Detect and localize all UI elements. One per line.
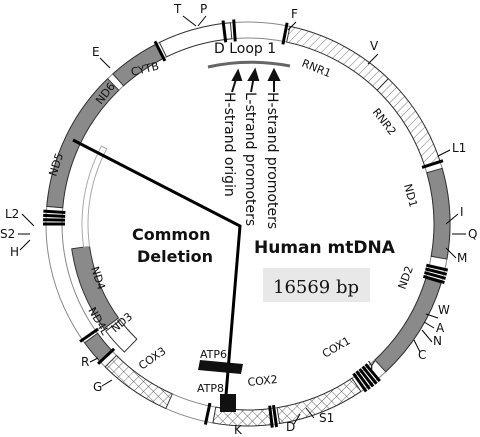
nd3-arc — [83, 332, 113, 363]
dloop-label: D Loop 1 — [214, 41, 276, 57]
trna-i-label: I — [460, 205, 464, 219]
l-strand-promoters-label: L-strand promoters — [242, 92, 258, 226]
cox3-label: COX3 — [136, 345, 168, 373]
trna-leader-line — [423, 321, 435, 329]
trna-leader-line — [89, 357, 99, 363]
nd1-label: ND1 — [401, 182, 420, 208]
trna-q-label: Q — [468, 227, 477, 241]
trna-k-label: K — [234, 423, 243, 437]
common-deletion-line — [72, 138, 242, 396]
inner-arcs — [71, 145, 138, 353]
tick-hs2l2 — [43, 209, 66, 215]
trna-leader-line — [101, 379, 113, 387]
cox2-label: COX2 — [247, 373, 278, 389]
promoter-arrows — [231, 67, 281, 93]
cox3-arc — [104, 354, 174, 410]
h-strand-promoters-label: H-strand promoters — [264, 92, 280, 229]
trna-leader-line — [421, 329, 433, 343]
trna-e-label: E — [92, 45, 100, 59]
tick-iqm — [424, 271, 447, 280]
tick-iqm — [422, 274, 445, 285]
tick-f — [281, 22, 289, 45]
nd1-arc — [426, 167, 451, 260]
tick-wanc — [364, 363, 381, 383]
atp6-block — [198, 360, 243, 374]
dloop-arc — [207, 60, 291, 69]
tick-r — [79, 327, 99, 343]
nd2-label: ND2 — [396, 264, 416, 291]
size-box — [263, 268, 370, 302]
tick-iqm — [425, 263, 449, 272]
trna-w-label: W — [438, 303, 450, 317]
trna-c-label: C — [418, 348, 426, 362]
trna-leader-line — [305, 407, 315, 419]
trna-n-label: N — [433, 334, 442, 348]
tick-wanc — [355, 370, 371, 390]
tick-k — [203, 402, 212, 425]
trna-h-label: H — [10, 245, 19, 259]
trna-leader-line — [413, 339, 421, 353]
trna-r-label: R — [81, 355, 89, 369]
trna-a-label: A — [436, 321, 445, 335]
deletion-label: Deletion — [137, 247, 213, 266]
trna-leader-line — [99, 57, 111, 69]
trna-leader-line — [287, 21, 297, 31]
nd4l-arc — [105, 319, 138, 353]
trna-leader-line — [445, 247, 457, 259]
tick-p — [232, 19, 237, 42]
tick-t — [221, 20, 228, 43]
trna-l1-label: L1 — [452, 141, 466, 155]
trna-p-label: P — [200, 2, 207, 16]
atp8-label: ATP8 — [197, 382, 224, 395]
atp6-label: ATP6 — [200, 348, 227, 361]
trna-s1-label: S1 — [319, 411, 334, 425]
tick-g — [97, 347, 116, 365]
common-label: Common — [132, 225, 210, 244]
trna-g-label: G — [93, 380, 102, 394]
rnr2-label: RNR2 — [370, 106, 399, 138]
trna-leader-line — [19, 239, 31, 251]
trna-leader-line — [197, 15, 207, 27]
tick-wanc — [361, 365, 378, 385]
cox1-arc — [276, 377, 362, 425]
mtdna-title: Human mtDNA — [254, 238, 396, 258]
tick-e — [153, 40, 167, 62]
trna-leader-line — [293, 413, 301, 425]
size-label: 16569 bp — [273, 277, 359, 298]
trna-leader-line — [21, 213, 35, 227]
trna-l2-label: L2 — [5, 207, 19, 221]
tick-hs2l2 — [43, 213, 66, 218]
h-strand-origin-label: H-strand origin — [221, 92, 237, 197]
trna-s2-label: S2 — [0, 227, 15, 241]
trna-t-label: T — [173, 2, 182, 16]
trna-leader-line — [445, 213, 459, 225]
cox1-label: COX1 — [320, 334, 353, 360]
trna-m-label: M — [457, 251, 467, 265]
trna-leader-line — [182, 15, 197, 27]
tick-iqm — [425, 267, 448, 276]
trna-leader-line — [367, 53, 379, 65]
tick-d-s1 — [271, 405, 279, 428]
trna-d-label: D — [286, 420, 295, 434]
trna-v-label: V — [370, 39, 379, 53]
tick-wanc — [352, 372, 368, 393]
tick-d-s1 — [268, 405, 274, 428]
trna-ticks — [18, 15, 466, 428]
nd5-arc — [46, 77, 120, 209]
rnr1-label: RNR1 — [300, 57, 333, 80]
trna-leader-line — [425, 313, 439, 319]
cytb-arc — [158, 22, 233, 58]
nd2-arc — [374, 277, 442, 373]
tick-l1 — [421, 159, 444, 169]
inner-ring-segment — [81, 145, 108, 248]
trna-y-label: Y — [367, 359, 376, 373]
trna-f-label: F — [291, 7, 298, 21]
trna-leader-line — [437, 149, 451, 157]
tick-wanc — [358, 368, 375, 388]
atp8-block — [220, 394, 236, 412]
